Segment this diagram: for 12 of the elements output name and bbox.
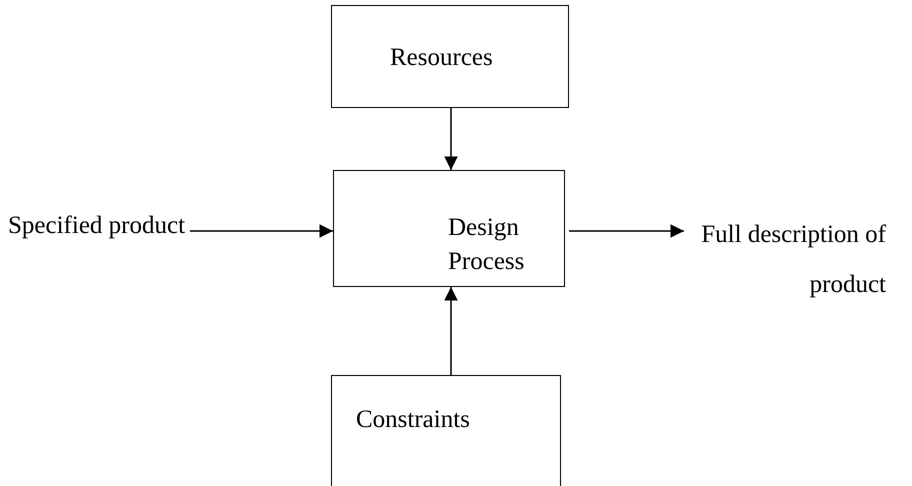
process-box [331,5,569,108]
arrow [569,224,684,238]
process-box [333,170,565,287]
arrow [444,108,458,170]
box-label: Design Process [448,213,526,277]
box-label: Resources [390,44,493,72]
flow-label: Full description of product [700,220,886,300]
flow-label: Specified product [8,212,186,240]
process-box [331,375,561,486]
arrow [444,287,458,375]
box-label: Constraints [356,406,470,434]
arrow [190,224,333,238]
